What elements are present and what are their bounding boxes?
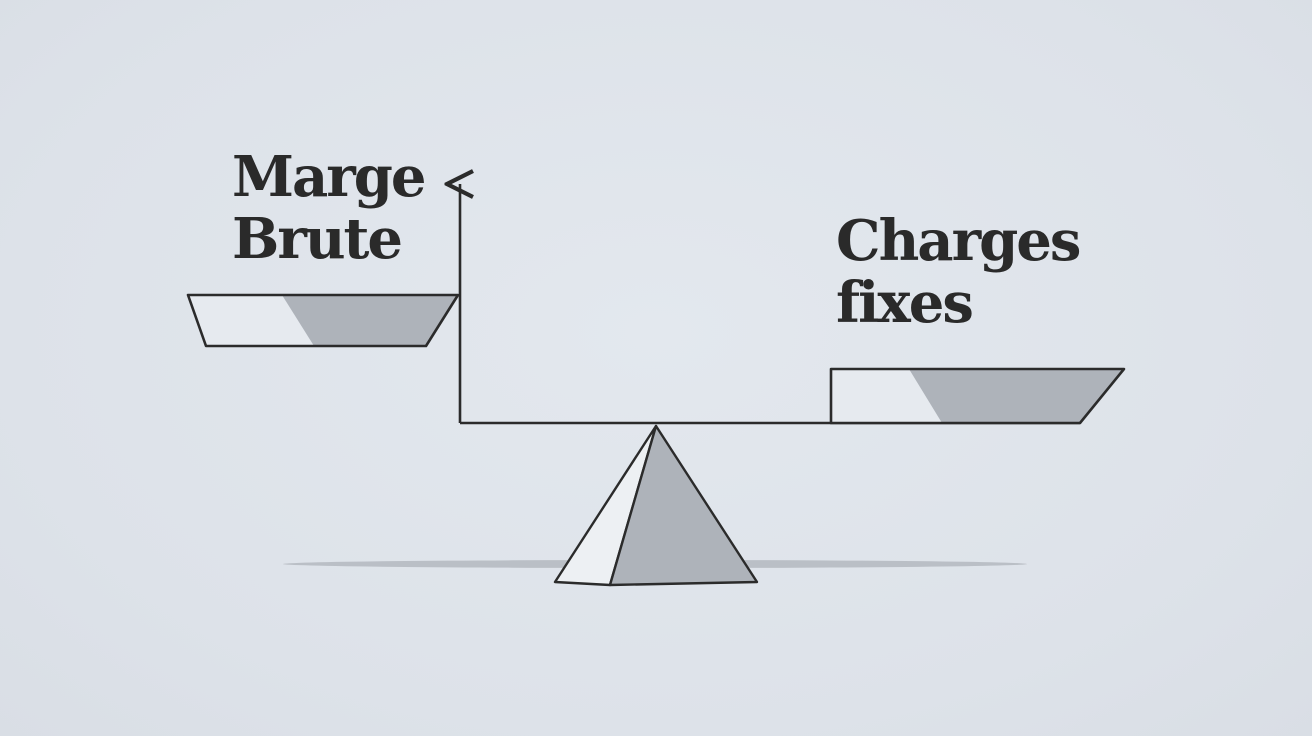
label-left-line2: Brute — [232, 206, 403, 272]
left-pan — [186, 293, 460, 348]
fulcrum-pyramid — [553, 424, 759, 587]
right-pan — [829, 367, 1126, 425]
label-right-line2: fixes — [836, 270, 974, 336]
label-left-line1: Marge — [232, 144, 427, 210]
label-charges-fixes: Charges fixes — [836, 208, 1081, 336]
label-marge-brute: Marge Brute — [232, 144, 427, 272]
label-right-line1: Charges — [836, 208, 1081, 274]
